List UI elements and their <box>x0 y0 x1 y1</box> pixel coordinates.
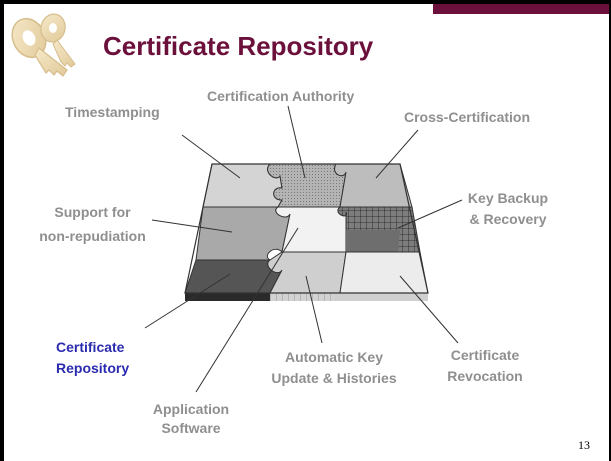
page-number: 13 <box>578 438 590 452</box>
slide-frame-top <box>0 0 611 4</box>
slide-frame-right <box>609 0 611 461</box>
puzzle-outline <box>184 163 429 294</box>
label-certification-authority: Certification Authority <box>207 88 355 104</box>
label-cross-certification: Cross-Certification <box>404 109 531 125</box>
label-support-line1: Support for <box>54 204 131 220</box>
label-cert-revocation-line2: Revocation <box>447 368 523 384</box>
key-logo-icon <box>11 13 76 77</box>
label-support-line2: non-repudiation <box>39 228 146 244</box>
callout-line-timestamping <box>181 134 241 179</box>
callout-line-support <box>151 219 233 233</box>
label-key-backup-line2: & Recovery <box>469 211 547 227</box>
label-app-software-line2: Software <box>161 420 221 436</box>
puzzle-piece-certificate-revocation <box>335 251 429 294</box>
label-support-non-repudiation: Support for non-repudiation <box>35 204 150 245</box>
label-certificate-repository: Certificate Repository <box>56 339 129 377</box>
label-cert-revocation-line1: Certificate <box>450 347 520 363</box>
callout-line-certificate-repository <box>144 273 231 329</box>
callout-line-certification-authority <box>287 105 306 179</box>
label-app-software-line1: Application <box>152 401 230 417</box>
puzzle-piece-support-non-repudiation <box>195 206 291 261</box>
callout-line-cross-certification <box>375 129 419 179</box>
puzzle-piece-cross-certification <box>334 163 413 208</box>
puzzle-piece-center <box>275 206 348 253</box>
label-automatic-key-update: Automatic Key Update & Histories <box>259 349 409 387</box>
label-application-software: Application Software <box>136 401 246 437</box>
label-cert-repo-line1: Certificate <box>56 339 125 355</box>
label-key-backup-line1: Key Backup <box>467 190 549 206</box>
header-accent-bar <box>433 4 609 14</box>
callout-line-application-software <box>195 227 299 393</box>
puzzle-piece-key-backup-lower <box>346 230 400 252</box>
slide-title: Certificate Repository <box>103 31 374 61</box>
slide-frame-left <box>0 0 4 461</box>
puzzle-base-edge-light <box>270 293 335 301</box>
label-timestamping: Timestamping <box>65 104 160 120</box>
label-auto-key-line1: Automatic Key <box>284 349 384 365</box>
callout-line-certificate-revocation <box>399 275 459 344</box>
callout-line-key-backup <box>397 199 463 229</box>
label-cert-repo-line2: Repository <box>56 360 130 376</box>
callout-line-automatic-key <box>305 275 323 344</box>
label-key-backup-recovery: Key Backup & Recovery <box>458 190 558 228</box>
label-auto-key-line2: Update & Histories <box>271 370 397 386</box>
label-certificate-revocation: Certificate Revocation <box>430 347 540 385</box>
puzzle-base-edge-right <box>335 293 428 301</box>
